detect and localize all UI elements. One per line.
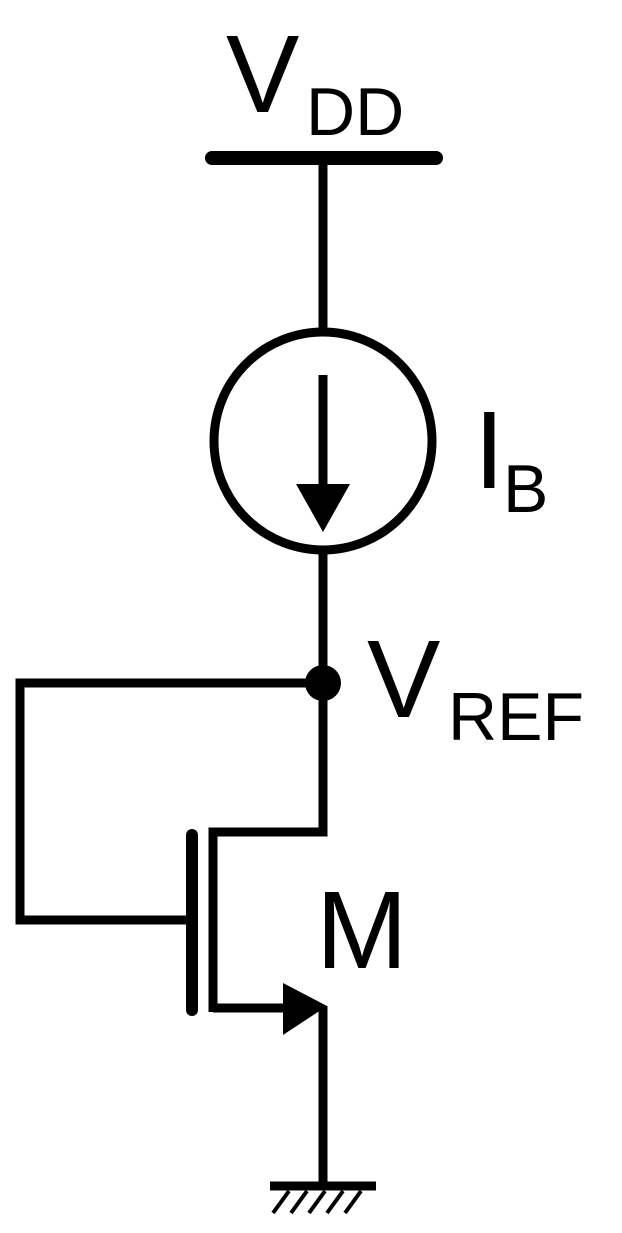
transistor-label: M xyxy=(316,869,408,992)
ib-subscript: B xyxy=(503,451,548,527)
wire-drain xyxy=(208,683,328,845)
current-arrow-head xyxy=(296,484,350,532)
vref-label: V xyxy=(367,618,440,741)
source-arrow-head xyxy=(283,983,327,1035)
vdd-subscript: DD xyxy=(306,74,404,150)
vdd-label: V xyxy=(226,13,299,136)
ib-label: I xyxy=(474,389,505,512)
vref-subscript: REF xyxy=(448,679,584,755)
ground-hatch-icon xyxy=(271,1189,363,1215)
wire-gate-feedback xyxy=(15,678,323,925)
